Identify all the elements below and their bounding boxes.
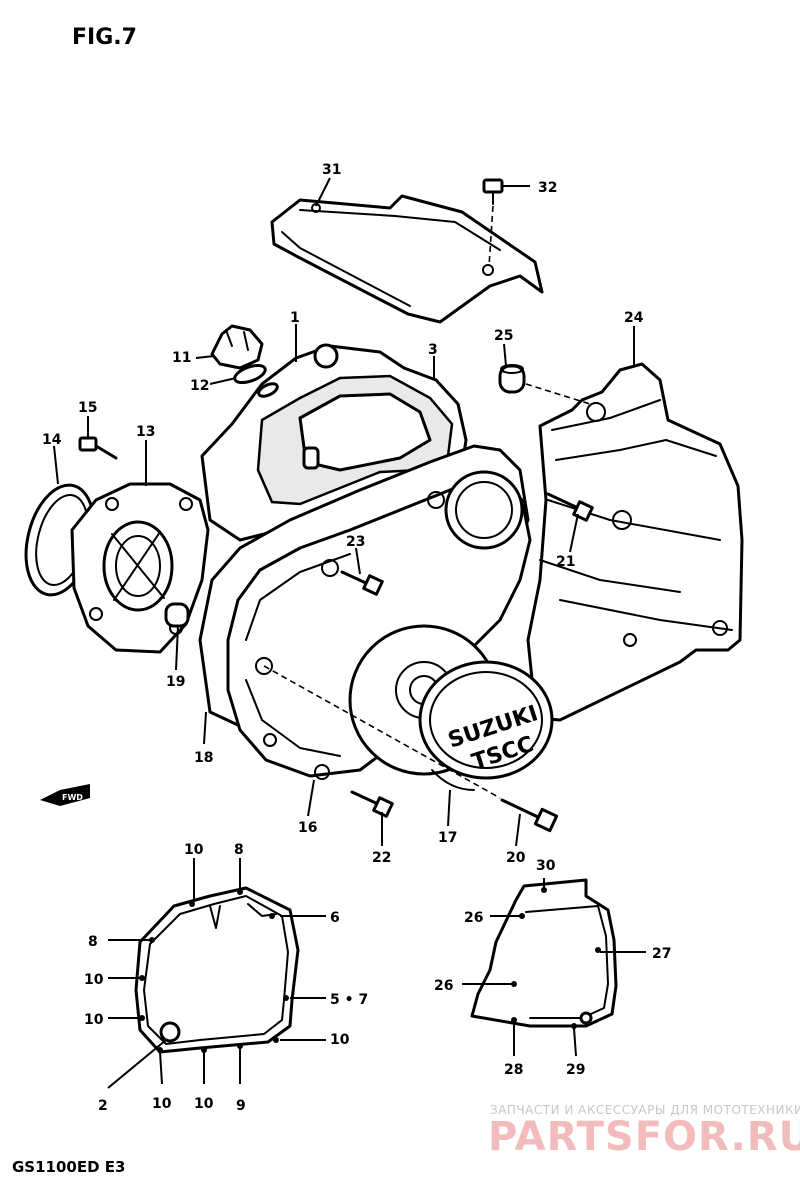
lower-left-cover: [134, 886, 300, 1054]
callout-17: 17: [438, 830, 457, 846]
callout-1: 1: [290, 310, 300, 326]
part-12-o-ring: [233, 363, 267, 385]
callout-10-left-a: 10: [84, 972, 104, 988]
callout-22: 22: [372, 850, 391, 866]
figure-title: FIG.7: [72, 25, 137, 50]
callout-10-right: 10: [330, 1032, 350, 1048]
callout-10-bottom-a: 10: [152, 1096, 172, 1112]
callout-2: 2: [98, 1098, 108, 1114]
callout-13: 13: [136, 424, 155, 440]
callout-8-top: 8: [234, 842, 244, 858]
callout-23: 23: [346, 534, 365, 550]
callout-18: 18: [194, 750, 213, 766]
part-31-guard: [270, 194, 544, 324]
watermark-tagline: ЗАПЧАСТИ И АКСЕССУАРЫ ДЛЯ МОТОТЕХНИКИ: [490, 1103, 800, 1117]
callout-3: 3: [428, 342, 438, 358]
model-code: GS1100ED E3: [12, 1158, 125, 1176]
callout-31: 31: [322, 162, 341, 178]
part-17-badge: SUZUKI TSCC: [418, 660, 554, 780]
callout-14: 14: [42, 432, 62, 448]
watermark-brand: PARTSFOR.RU: [488, 1114, 800, 1160]
fwd-label: FWD: [62, 793, 83, 802]
callout-19: 19: [166, 674, 185, 690]
callout-11: 11: [172, 350, 191, 366]
part-25-dowel: [498, 364, 526, 394]
part-15-bolt: [78, 436, 118, 460]
callout-10-left-b: 10: [84, 1012, 104, 1028]
part-13-clutch-cover: [70, 482, 210, 654]
callout-30: 30: [536, 858, 556, 874]
callout-24: 24: [624, 310, 644, 326]
part-20-bolt: [500, 798, 559, 833]
part-19-dowel: [164, 602, 190, 628]
callout-26-bottom: 26: [434, 978, 453, 994]
callout-28: 28: [504, 1062, 523, 1078]
callout-9: 9: [236, 1098, 246, 1114]
callout-26-top: 26: [464, 910, 483, 926]
callout-21: 21: [556, 554, 575, 570]
callout-6: 6: [330, 910, 340, 926]
callout-12: 12: [190, 378, 209, 394]
callout-20: 20: [506, 850, 526, 866]
part-11-filler-cap: [210, 324, 264, 370]
lower-right-cover: [470, 878, 618, 1029]
callout-8-left: 8: [88, 934, 98, 950]
callout-29: 29: [566, 1062, 585, 1078]
part-23-bolt: [340, 570, 384, 596]
callout-10-bottom-b: 10: [194, 1096, 214, 1112]
callout-15: 15: [78, 400, 97, 416]
callout-27: 27: [652, 946, 671, 962]
callout-16: 16: [298, 820, 317, 836]
callout-25: 25: [494, 328, 513, 344]
part-32-bolt: [482, 178, 504, 205]
callout-32: 32: [538, 180, 557, 196]
callout-5-7: 5 • 7: [330, 992, 368, 1008]
callout-numbers: 31 32 1 3 24 25 11 12 15 14 13 21 23 19 …: [42, 162, 671, 1114]
fwd-arrow-icon: FWD: [40, 784, 90, 806]
callout-10-top: 10: [184, 842, 204, 858]
part-22-bolt: [350, 790, 394, 818]
part-24-side-cover: [526, 362, 744, 722]
leader-lines: [53, 177, 646, 1089]
